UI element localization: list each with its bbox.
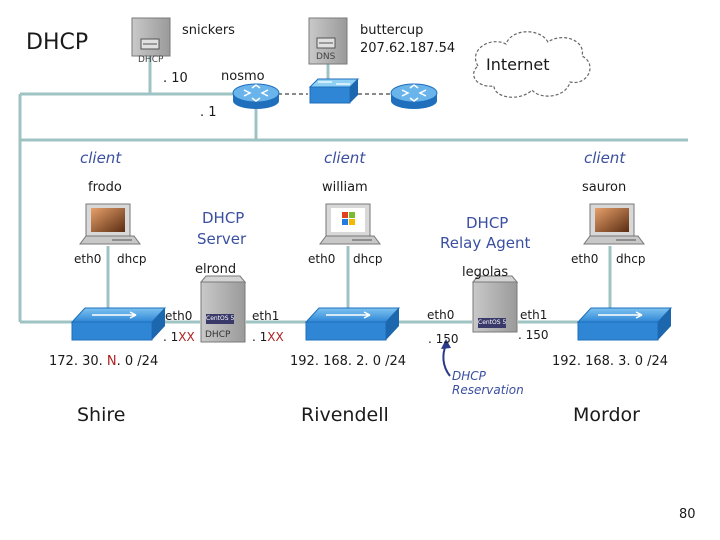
mordor-switch xyxy=(576,307,673,341)
sauron-name: sauron xyxy=(582,180,627,195)
sauron-if-eth0: eth0 xyxy=(571,252,599,266)
router-nosmo xyxy=(232,83,280,109)
legolas-os-badge: CentOS 5 xyxy=(478,319,507,326)
buttercup-badge: DNS xyxy=(316,52,336,62)
william-if-dhcp: dhcp xyxy=(353,252,383,266)
sauron-pc xyxy=(583,203,645,245)
rivendell-switch xyxy=(304,307,401,341)
elrond-role-line1: DHCP xyxy=(202,209,245,227)
william-name: william xyxy=(322,180,368,195)
reservation-arrow xyxy=(441,339,451,377)
snickers-label: snickers xyxy=(182,23,235,38)
nosmo-left-octet: . 10 xyxy=(163,71,188,86)
shire-subnet: 172. 30. N. 0 /24 xyxy=(49,354,159,369)
william-role: client xyxy=(324,149,366,167)
page-number: 80 xyxy=(679,507,696,522)
sauron-if-dhcp: dhcp xyxy=(616,252,646,266)
frodo-if-eth0: eth0 xyxy=(74,252,102,266)
elrond-addr-left: . 1XX xyxy=(163,330,195,344)
legolas-name: legolas xyxy=(462,265,509,280)
elrond-if-left: eth0 xyxy=(165,309,193,323)
william-if-eth0: eth0 xyxy=(308,252,336,266)
elrond-name: elrond xyxy=(195,262,237,277)
shire-switch xyxy=(70,307,167,341)
core-switch xyxy=(308,78,360,104)
rivendell-name: Rivendell xyxy=(301,404,389,426)
reservation-line2: Reservation xyxy=(452,383,524,397)
legolas-if-left: eth0 xyxy=(427,308,455,322)
shire-name: Shire xyxy=(77,404,126,426)
elrond-addr-right: . 1XX xyxy=(252,330,284,344)
buttercup-ip: 207.62.187.54 xyxy=(360,41,456,56)
elrond-role-line2: Server xyxy=(197,230,247,248)
legolas-addr-right: . 150 xyxy=(518,328,549,342)
elrond-dhcp-badge: DHCP xyxy=(205,330,231,340)
elrond-if-right: eth1 xyxy=(252,309,280,323)
elrond-os-badge: CentOS 5 xyxy=(206,315,235,322)
rivendell-subnet: 192. 168. 2. 0 /24 xyxy=(290,354,407,369)
internet-label: Internet xyxy=(486,55,550,74)
william-pc xyxy=(319,203,381,245)
router-internet xyxy=(390,83,438,109)
legolas-addr-left: . 150 xyxy=(428,332,459,346)
mordor-subnet: 192. 168. 3. 0 /24 xyxy=(552,354,669,369)
cables xyxy=(18,52,688,324)
nosmo-bottom-octet: . 1 xyxy=(200,105,217,120)
legolas-server xyxy=(471,275,519,333)
snickers-badge: DHCP xyxy=(138,55,164,65)
frodo-if-dhcp: dhcp xyxy=(117,252,147,266)
frodo-role: client xyxy=(80,149,122,167)
buttercup-server xyxy=(308,17,348,65)
buttercup-label: buttercup xyxy=(360,23,424,38)
nosmo-label: nosmo xyxy=(221,69,265,84)
legolas-role-line1: DHCP xyxy=(466,214,509,232)
slide-title: DHCP xyxy=(26,30,89,55)
reservation-line1: DHCP xyxy=(452,369,486,383)
frodo-pc xyxy=(79,203,141,245)
elrond-server xyxy=(199,275,247,343)
internet-cloud xyxy=(473,31,591,98)
sauron-role: client xyxy=(584,149,626,167)
legolas-role-line2: Relay Agent xyxy=(440,234,531,252)
mordor-name: Mordor xyxy=(573,404,640,426)
snickers-server xyxy=(131,17,171,57)
frodo-name: frodo xyxy=(88,180,122,195)
legolas-if-right: eth1 xyxy=(520,308,548,322)
